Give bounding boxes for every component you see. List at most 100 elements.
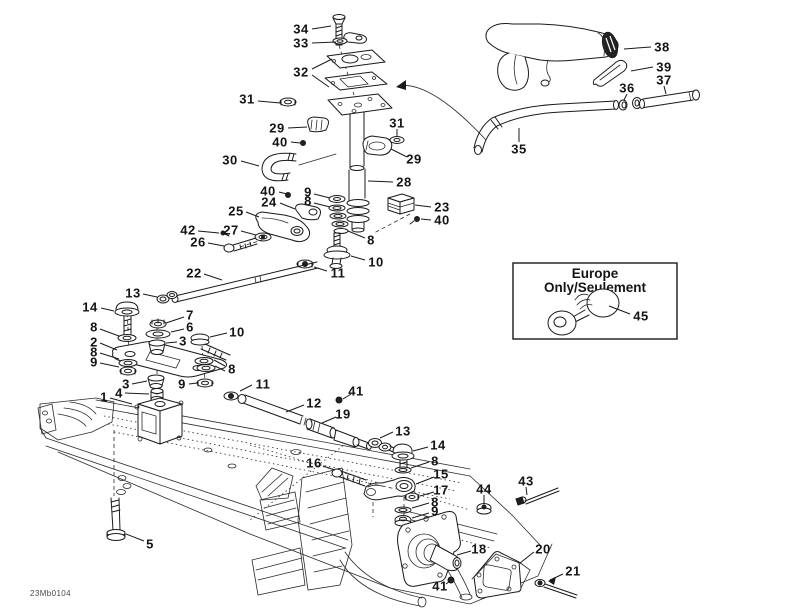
part-18-boot xyxy=(397,511,462,587)
part-10-ball-joint xyxy=(323,232,351,269)
part-callout-23: 23 xyxy=(434,200,449,215)
callout-leader xyxy=(240,160,260,167)
callout-leader xyxy=(257,100,281,104)
part-35-handlebar xyxy=(473,100,619,155)
part-15-steering-arm xyxy=(363,477,416,501)
part-40-pin-a xyxy=(300,140,306,146)
callout-leader xyxy=(411,502,430,509)
callout-leader xyxy=(367,180,394,183)
part-callout-8: 8 xyxy=(431,454,439,469)
part-callout-28: 28 xyxy=(396,175,411,190)
part-callout-24: 24 xyxy=(261,195,277,210)
callout-leader xyxy=(287,126,308,129)
part-callout-38: 38 xyxy=(654,40,669,55)
callout-leader xyxy=(414,204,432,208)
part-callout-8: 8 xyxy=(304,194,312,209)
part-callout-3: 3 xyxy=(122,377,130,392)
part-callout-40: 40 xyxy=(260,184,275,199)
callout-leader xyxy=(663,85,667,95)
part-callout-14: 14 xyxy=(82,300,98,315)
part-32-clamp-plates xyxy=(324,49,393,116)
callout-leader xyxy=(347,230,366,239)
part-callout-13: 13 xyxy=(125,286,140,301)
part-3-bushing-lower xyxy=(147,374,165,389)
callout-leader xyxy=(456,550,472,556)
callout-leader xyxy=(350,255,366,261)
callout-leader xyxy=(197,230,220,234)
callout-leader xyxy=(630,66,654,72)
callout-leader xyxy=(209,332,228,338)
callout-leader xyxy=(420,218,432,221)
part-callout-22: 22 xyxy=(186,266,201,281)
callout-leader xyxy=(525,486,528,496)
part-25-arm-lower xyxy=(255,211,311,243)
lower-tie-rod-assembly xyxy=(223,391,578,599)
part-callout-14: 14 xyxy=(430,438,446,453)
callout-leader xyxy=(311,25,332,30)
callout-leader xyxy=(311,41,337,44)
part-31-nut-right xyxy=(389,136,405,144)
callout-leader xyxy=(311,58,333,70)
part-callout-21: 21 xyxy=(565,564,580,579)
part-callout-40: 40 xyxy=(272,135,287,150)
part-callout-9: 9 xyxy=(90,355,98,370)
part-23-bracket xyxy=(373,193,415,234)
part-callout-43: 43 xyxy=(518,474,533,489)
part-21-pin xyxy=(534,577,578,599)
callout-leader xyxy=(549,573,564,581)
part-callout-4: 4 xyxy=(115,386,123,401)
callout-leader xyxy=(99,352,120,360)
part-callout-12: 12 xyxy=(306,396,321,411)
part-callout-8: 8 xyxy=(431,495,439,510)
part-39-lever xyxy=(592,59,628,87)
part-callout-7: 7 xyxy=(186,308,194,323)
part-callout-19: 19 xyxy=(335,407,350,422)
part-callout-39: 39 xyxy=(656,60,671,75)
europe-only-inset: Europe Only/Seulement xyxy=(512,262,678,340)
callout-leader xyxy=(290,141,301,144)
part-29-clamp-right xyxy=(362,135,393,156)
part-17-nut xyxy=(404,492,420,502)
part-callout-41: 41 xyxy=(348,384,363,399)
callout-leader xyxy=(313,266,328,272)
callout-leader xyxy=(379,431,394,439)
part-12-tie-rod xyxy=(237,394,307,426)
callout-leader xyxy=(99,362,120,368)
callout-leader xyxy=(99,328,120,337)
part-callout-42: 42 xyxy=(180,223,195,238)
part-20-bracket xyxy=(471,551,531,599)
callout-leader xyxy=(342,393,352,400)
part-40-pin-b xyxy=(285,192,291,198)
part-callout-32: 32 xyxy=(293,65,308,80)
part-callout-8: 8 xyxy=(228,362,236,377)
callout-leader xyxy=(239,384,253,392)
part-45-bulb-horn xyxy=(547,288,620,336)
part-callout-10: 10 xyxy=(229,325,244,340)
part-callout-29: 29 xyxy=(269,121,284,136)
part-43-pin xyxy=(515,487,560,506)
part-callout-31: 31 xyxy=(239,92,254,107)
part-callout-40: 40 xyxy=(434,213,449,228)
callout-leader xyxy=(623,46,652,50)
callout-leader xyxy=(519,551,535,564)
callout-leader xyxy=(240,230,257,236)
part-10-bolt-left xyxy=(190,333,231,361)
part-callout-41: 41 xyxy=(432,579,447,594)
part-33-washer-plate xyxy=(332,32,367,45)
part-5-bolt xyxy=(106,497,126,541)
callout-leader xyxy=(170,328,185,333)
callout-leader xyxy=(278,191,288,195)
part-8-washer-c xyxy=(394,466,412,474)
callout-leader xyxy=(165,316,185,324)
inset-title-line1: Europe xyxy=(572,266,619,281)
part-16-bolt xyxy=(331,468,397,490)
part-9-nut-a xyxy=(119,366,137,376)
part-7-castle-nut xyxy=(149,318,167,329)
part-callout-8: 8 xyxy=(90,320,98,335)
callout-leader xyxy=(279,202,296,210)
part-callout-34: 34 xyxy=(293,22,309,37)
part-callout-45: 45 xyxy=(633,309,648,324)
callout-leader xyxy=(311,74,330,88)
assembly-direction-line xyxy=(397,85,487,141)
